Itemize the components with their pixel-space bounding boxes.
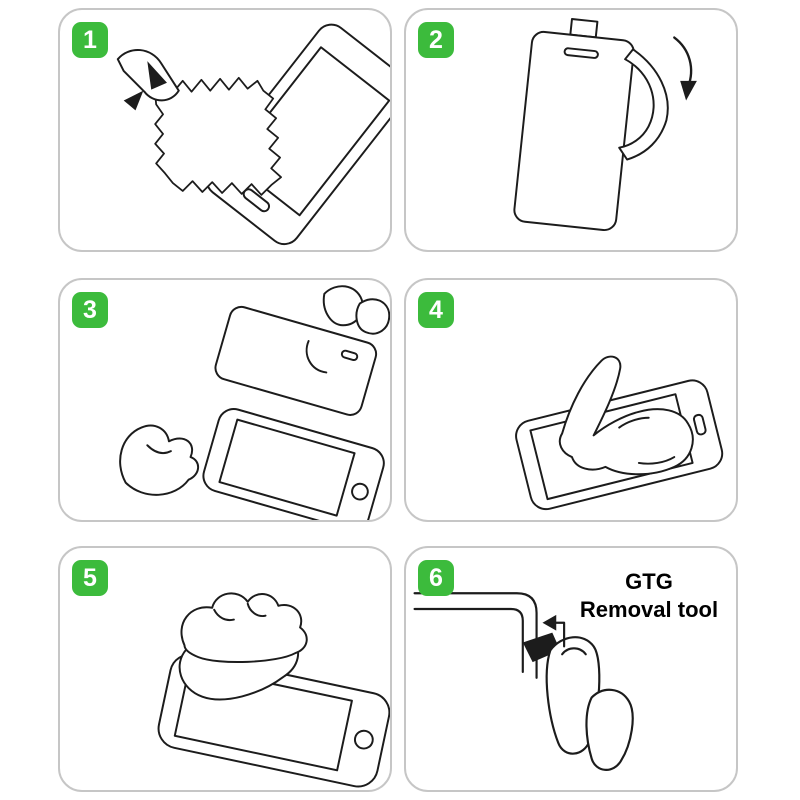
- removal-tool-label-line1: GTG: [625, 569, 673, 594]
- step-5-badge: 5: [72, 560, 108, 596]
- knuckle-line: [246, 602, 267, 618]
- step-2-panel: 2: [404, 8, 738, 252]
- fingernail-line: [561, 647, 587, 656]
- arrowhead-shape: [680, 80, 697, 101]
- step-3-number: 3: [83, 295, 97, 324]
- smooth-bubbles-illustration: [157, 592, 390, 788]
- step-4-number: 4: [429, 295, 443, 324]
- pressing-hand-icon: [558, 355, 694, 476]
- finger-shadow-shape: [123, 90, 144, 111]
- step-1-panel: 1: [58, 8, 392, 252]
- step-2-number: 2: [429, 25, 443, 54]
- step-5-panel: 5: [58, 546, 392, 792]
- peel-film-illustration: [513, 18, 697, 232]
- glass-corner-inner-edge: [413, 607, 524, 674]
- arrowhead-shape: [542, 614, 557, 631]
- screen-protector-icon: [513, 18, 635, 232]
- step-2-badge: 2: [418, 22, 454, 58]
- step-3-badge: 3: [72, 292, 108, 328]
- step-6-badge: 6: [418, 560, 454, 596]
- align-protector-illustration: [119, 285, 390, 520]
- cleaning-cloth-icon: [154, 76, 282, 196]
- knuckle-line: [637, 456, 676, 465]
- step-1-number: 1: [83, 25, 97, 54]
- fist-icon: [180, 592, 308, 663]
- step-6-panel: 6 GTG Removal tool: [404, 546, 738, 792]
- removal-tool-label-line2: Removal tool: [579, 596, 719, 622]
- thumb-icon: [585, 688, 634, 771]
- glass-protector-icon: [214, 305, 378, 416]
- phone-icon: [202, 408, 385, 520]
- curved-arrow-icon: [673, 36, 693, 88]
- glass-corner-outer-edge: [413, 592, 538, 679]
- step-3-panel: 3: [58, 278, 392, 522]
- step-1-badge: 1: [72, 22, 108, 58]
- knuckle-line: [213, 608, 235, 622]
- step-6-number: 6: [429, 563, 443, 592]
- wipe-screen-illustration: [116, 23, 390, 246]
- pointer-arrow-icon: [553, 621, 566, 648]
- removal-tool-label: GTG Removal tool: [564, 568, 734, 623]
- finger-icon: [355, 298, 390, 335]
- palm-line: [146, 444, 172, 455]
- thumb-icon: [116, 49, 180, 102]
- press-center-illustration: [515, 355, 724, 511]
- knuckle-line: [618, 416, 650, 429]
- step-5-number: 5: [83, 563, 97, 592]
- removal-tool-icon: [522, 632, 561, 663]
- left-hand-icon: [119, 424, 200, 496]
- thumb-line: [305, 340, 328, 374]
- step-4-panel: 4: [404, 278, 738, 522]
- thumbnail-shape: [147, 61, 167, 90]
- removal-tool-illustration: [413, 592, 634, 771]
- peeling-film-icon: [618, 48, 669, 161]
- step-4-badge: 4: [418, 292, 454, 328]
